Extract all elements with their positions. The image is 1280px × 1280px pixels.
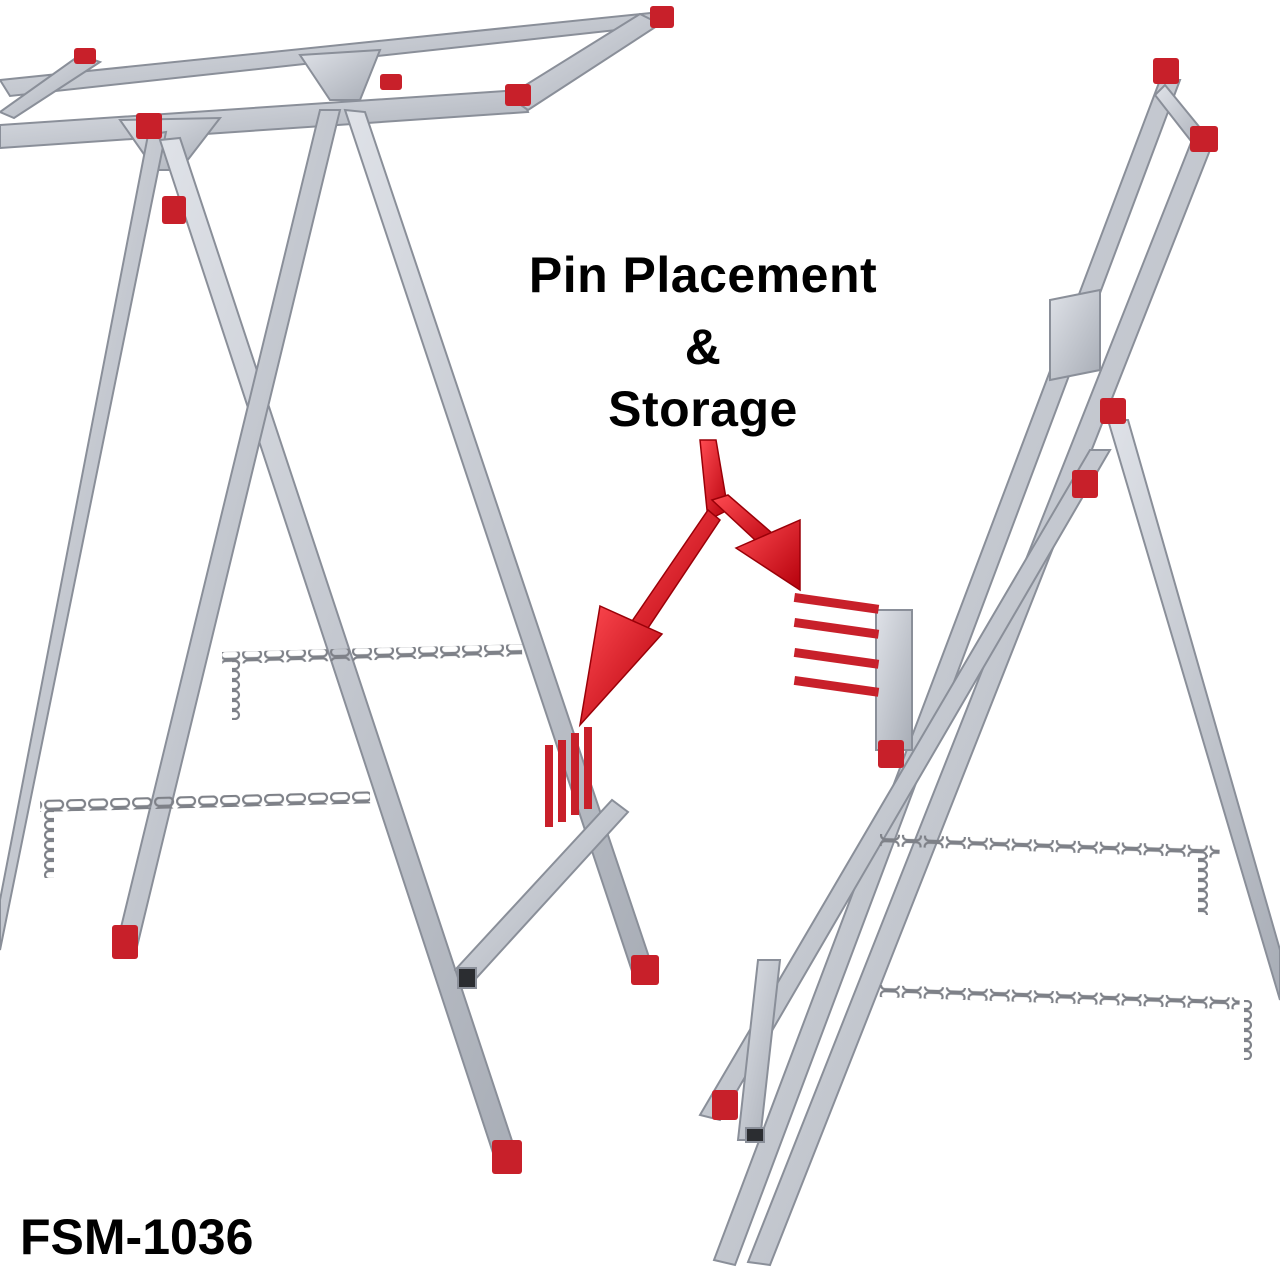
model-number-label: FSM-1036 <box>20 1209 254 1265</box>
left-top-frame <box>0 10 675 171</box>
right-red-caps <box>712 58 1218 1120</box>
placed-pins <box>793 592 880 697</box>
stored-pins <box>545 727 592 827</box>
right-chains <box>879 834 1254 1060</box>
left-red-caps <box>74 6 674 1174</box>
headline-line-3: Storage <box>608 381 798 437</box>
pointer-arrows <box>578 439 801 728</box>
left-chains <box>40 644 523 878</box>
right-spreader-bar <box>736 959 782 1143</box>
right-stand <box>698 58 1280 1267</box>
left-spreader-bar <box>453 798 630 989</box>
headline-line-1: Pin Placement <box>528 247 878 303</box>
left-stand <box>0 6 675 1174</box>
headline-line-2: & <box>684 319 722 375</box>
right-hinge-plate <box>875 288 1101 751</box>
